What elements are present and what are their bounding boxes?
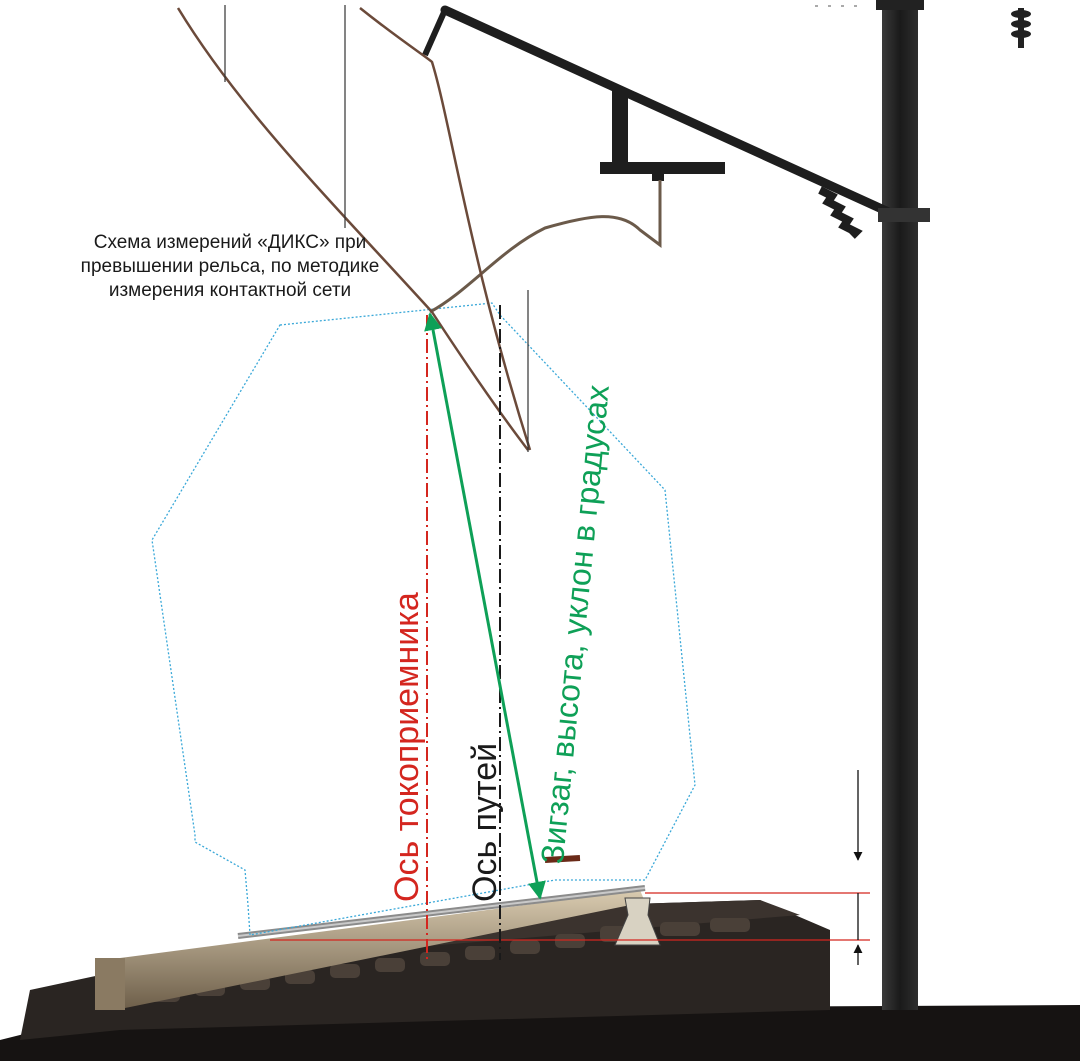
clearance-outline — [151, 302, 696, 936]
pole-insulator — [1011, 8, 1031, 48]
caption-line-1: Схема измерений «ДИКС» при — [93, 232, 367, 253]
droppers — [224, 5, 529, 452]
diagram-caption: Схема измерений «ДИКС» при превышении ре… — [20, 231, 440, 303]
catenary-wires — [176, 7, 532, 451]
far-rail-profile — [614, 897, 661, 946]
measurement-arrow — [424, 312, 546, 900]
track-axis-label: Ось путей — [466, 742, 504, 902]
pantograph-axis-label: Ось токоприемника — [388, 592, 426, 902]
cantilever-bracket — [422, 5, 930, 239]
catenary-pole — [876, 0, 924, 1010]
superelevation-lines — [270, 892, 870, 941]
near-rail — [95, 890, 645, 1010]
caption-line-2: превышении рельса, по методике — [80, 256, 380, 277]
reference-plates — [237, 855, 646, 939]
steady-arm — [429, 180, 662, 314]
caption-line-3: измерения контактной сети — [108, 280, 352, 301]
